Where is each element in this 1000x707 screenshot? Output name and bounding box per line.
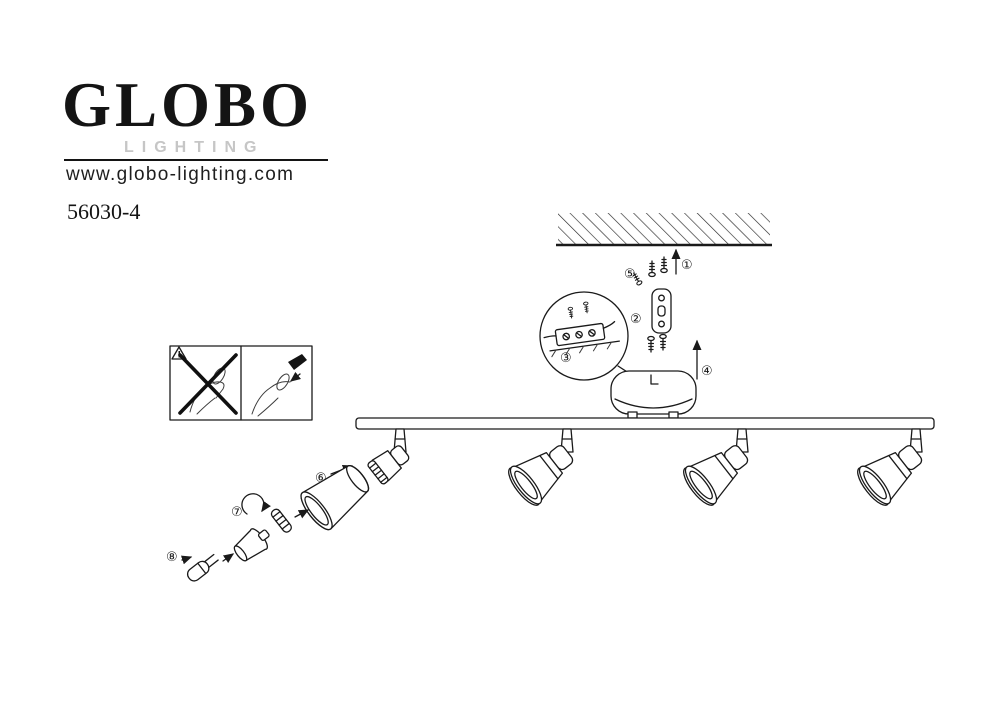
wrong-handling-icon — [178, 353, 238, 415]
ceiling-hatch — [556, 213, 772, 247]
spot-stems — [393, 428, 923, 453]
warning-box: ! — [169, 345, 313, 421]
bracket-screws — [647, 333, 667, 353]
brand-website: www.globo-lighting.com — [66, 164, 295, 185]
arrow-step8 — [180, 555, 193, 565]
step-label-1: ① — [681, 258, 693, 273]
track-bar — [355, 417, 935, 430]
model-number: 56030-4 — [67, 199, 141, 224]
lamp-holder — [229, 521, 276, 567]
step-label-8: ⑧ — [166, 550, 178, 565]
arrow-bulb-to-holder — [222, 553, 235, 563]
step-label-7: ⑦ — [231, 505, 243, 520]
retaining-ring — [269, 507, 294, 535]
step-label-5: ⑤ — [624, 267, 636, 282]
mounting-bracket — [651, 288, 672, 334]
correct-handling-icon — [251, 354, 307, 417]
brand-divider — [64, 159, 328, 161]
brand-logo: GLOBO — [62, 70, 314, 140]
glass-shade — [295, 456, 378, 535]
step-label-2: ② — [630, 312, 642, 327]
wiring-detail-inset: ③ — [539, 291, 639, 381]
arrow-ring-to-shade — [294, 509, 310, 519]
step-label-4: ④ — [701, 364, 713, 379]
ceiling-canopy — [610, 370, 697, 419]
brand-tagline: LIGHTING — [124, 139, 265, 156]
rotate-arrow-step7 — [241, 493, 271, 515]
step-label-3: ③ — [560, 351, 572, 366]
step-label-6: ⑥ — [315, 471, 327, 486]
ceiling-screws — [630, 256, 668, 287]
